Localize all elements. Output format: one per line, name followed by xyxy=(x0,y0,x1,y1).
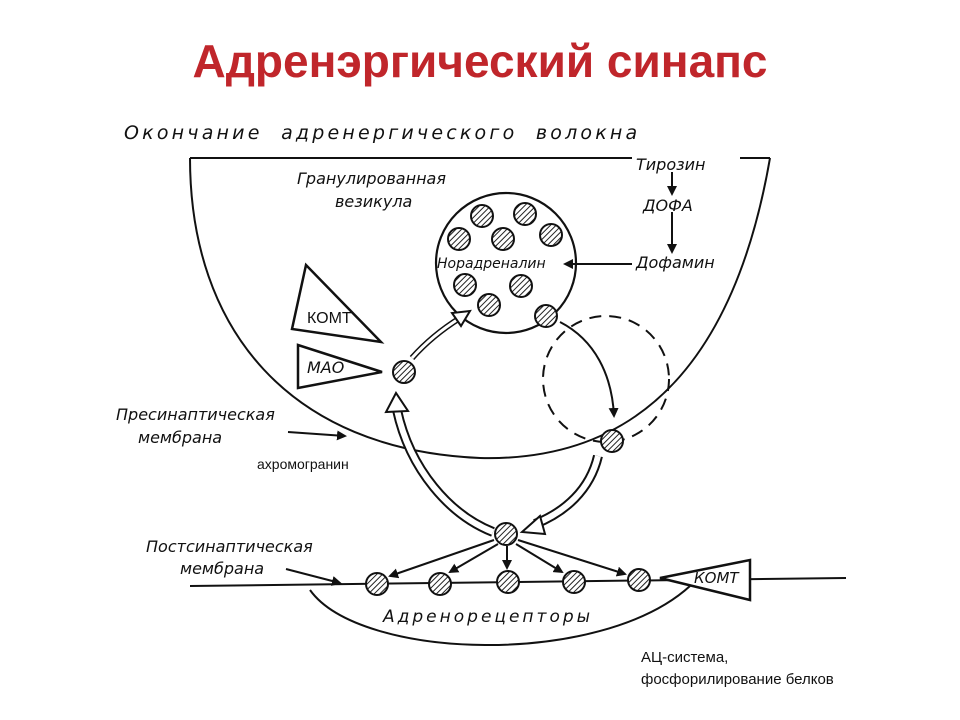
adrenoreceptor xyxy=(627,568,651,592)
fiber-ending-label: Окончание адренергического волокна xyxy=(124,122,640,144)
noradrenaline-molecule-cleft xyxy=(494,522,518,546)
ac-system-label-line1: АЦ-система, xyxy=(641,649,728,666)
presynaptic-membrane-label-line1: Пресинаптическая xyxy=(116,405,275,424)
granular-vesicle-label-line2: везикула xyxy=(335,192,412,211)
postsynaptic-membrane-label-line1: Постсинаптическая xyxy=(146,537,313,556)
release-to-cleft-arrow xyxy=(519,454,603,536)
tyrosine-label: Тирозин xyxy=(636,155,705,174)
adrenoreceptors-label: Адренорецепторы xyxy=(382,607,593,627)
noradrenaline-molecule-membrane xyxy=(600,429,624,453)
adrenoreceptor xyxy=(562,570,586,594)
reuptake-from-cleft-arrow xyxy=(384,391,495,537)
arrow-to-receptor-4 xyxy=(515,543,564,574)
arrow-to-receptor-5 xyxy=(517,539,627,577)
adrenoreceptor xyxy=(496,570,520,594)
vesicle-granule xyxy=(470,204,494,228)
noradrenaline-label: Норадреналин xyxy=(437,256,546,272)
ac-system-label-line2: фосфорилирование белков xyxy=(641,671,834,688)
adrenoreceptor xyxy=(428,572,452,596)
release-arrow xyxy=(559,321,619,418)
noradrenaline-molecule-terminal xyxy=(392,360,416,384)
dopamine-label: Дофамин xyxy=(635,253,715,272)
reuptake-to-vesicle-arrow xyxy=(409,309,472,360)
slide-title: Адренэргический синапс xyxy=(192,35,768,87)
dopa-label: ДОФА xyxy=(642,196,693,215)
presynaptic-terminal xyxy=(189,157,771,460)
presynaptic-pointer xyxy=(287,430,347,441)
granular-vesicle-label-line1: Гранулированная xyxy=(297,169,446,188)
vesicle-granule xyxy=(453,273,477,297)
vesicle-granule xyxy=(477,293,501,317)
vesicle-granule xyxy=(513,202,537,226)
arrow-to-receptor-2 xyxy=(448,543,499,574)
postsynaptic-pointer xyxy=(285,568,342,586)
comt-lower-label: КОМТ xyxy=(694,569,740,587)
mao-shape xyxy=(296,343,383,390)
comt-lower-shape xyxy=(659,558,752,602)
vesicle-granule xyxy=(539,223,563,247)
postsynaptic-membrane-label-line2: мембрана xyxy=(180,559,264,578)
presynaptic-membrane-label-line2: мембрана xyxy=(138,428,222,447)
fusing-vesicle xyxy=(542,315,670,443)
adrenoreceptor xyxy=(365,572,389,596)
vesicle-granule xyxy=(509,274,533,298)
chromogranin-label: ахромогранин xyxy=(257,456,349,472)
comt-upper-label: КОМТ xyxy=(307,310,352,327)
mao-label: МАО xyxy=(307,358,344,377)
vesicle-granule xyxy=(534,304,558,328)
comt-upper-shape xyxy=(290,262,385,344)
arrow-to-receptor-1 xyxy=(388,539,495,579)
vesicle-granule xyxy=(447,227,471,251)
vesicle-granule xyxy=(491,227,515,251)
